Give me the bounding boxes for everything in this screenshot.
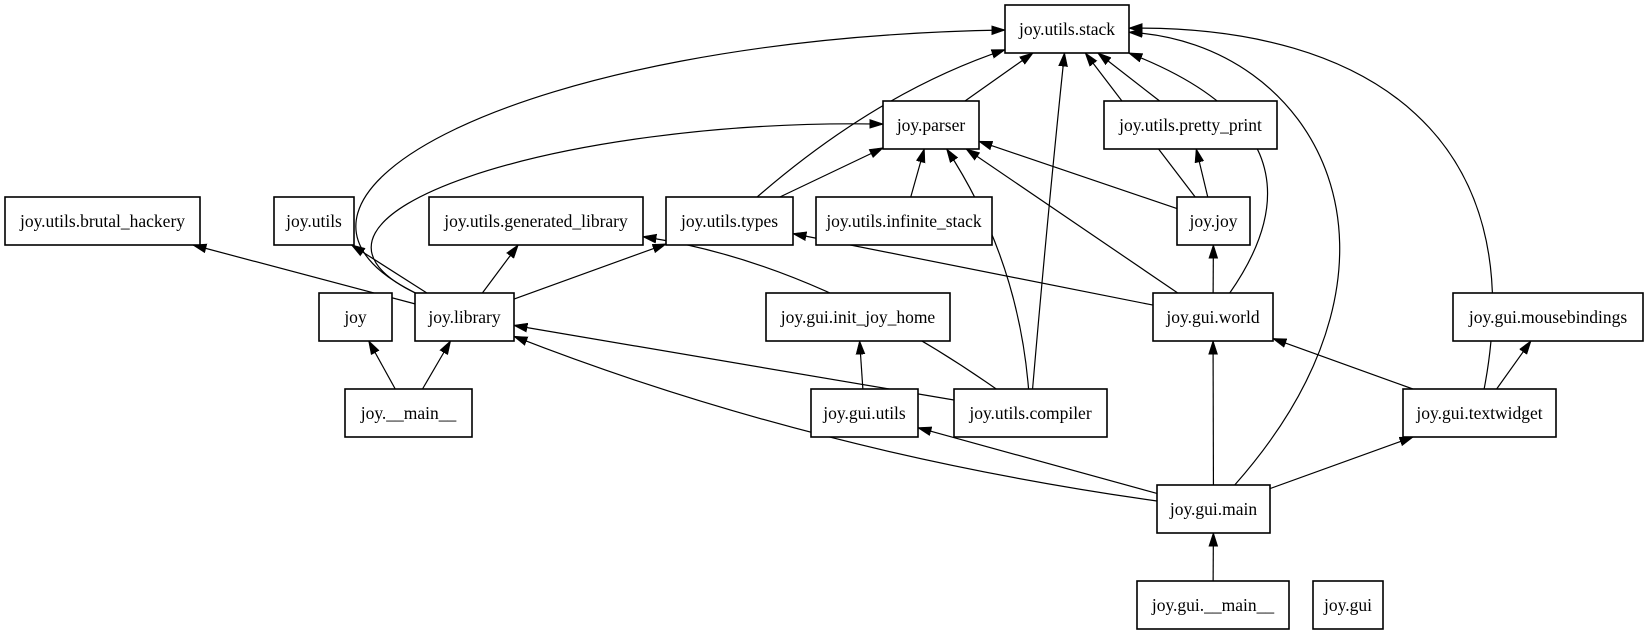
node-label-joy-gui: joy.gui <box>1323 595 1372 615</box>
edge-joy-gui-world-to-joy-parser <box>966 149 1179 294</box>
node-joy-gui: joy.gui <box>1312 580 1384 630</box>
node-label-joy-utils-pretty-print: joy.utils.pretty_print <box>1118 115 1262 135</box>
node-box-joy-gui-init-joy-home <box>765 292 951 342</box>
node-box-joy-parser <box>882 100 980 150</box>
node-label-joy-gui-init-joy-home: joy.gui.init_joy_home <box>780 307 936 327</box>
node-joy-library: joy.library <box>414 292 515 342</box>
node-box-joy-utils-brutal-hackery <box>4 196 201 246</box>
node-box-joy-library <box>414 292 515 342</box>
edge-joy-main-to-joy <box>369 341 396 390</box>
node-label-joy-joy: joy.joy <box>1189 211 1238 231</box>
node-box-joy-gui-utils <box>810 388 919 438</box>
node-box-joy-utils-generated-library <box>428 196 644 246</box>
node-joy-gui-main: joy.gui.__main__ <box>1136 580 1290 630</box>
edge-joy-library-to-joy-utils-generated-library <box>481 245 518 294</box>
node-joy-utils: joy.utils <box>273 196 355 246</box>
node-label-joy-gui-utils: joy.gui.utils <box>822 403 906 423</box>
node-box-joy-joy <box>1176 196 1251 246</box>
edge-joy-gui-world-to-joy-utils-stack <box>1129 52 1269 294</box>
node-label-joy-parser: joy.parser <box>896 115 966 135</box>
node-box-joy-utils-compiler <box>953 388 1108 438</box>
node-label-joy-utils-stack: joy.utils.stack <box>1018 19 1115 39</box>
node-joy-joy: joy.joy <box>1176 196 1251 246</box>
node-joy-main: joy.__main__ <box>344 388 473 438</box>
edge-joy-library-to-joy-parser <box>370 124 883 294</box>
node-joy-utils-types: joy.utils.types <box>665 196 794 246</box>
node-box-joy-utils-stack <box>1004 4 1130 54</box>
node-joy-gui-mousebindings: joy.gui.mousebindings <box>1452 292 1644 342</box>
node-label-joy: joy <box>343 307 367 327</box>
edge-joy-gui-main-to-joy-utils-stack <box>1129 32 1341 486</box>
edge-joy-library-to-joy-utils-types <box>513 243 666 300</box>
edge-joy-joy-to-joy-parser <box>979 140 1178 210</box>
node-label-joy-gui-world: joy.gui.world <box>1165 307 1259 327</box>
node-joy-utils-brutal-hackery: joy.utils.brutal_hackery <box>4 196 201 246</box>
node-label-joy-utils-brutal-hackery: joy.utils.brutal_hackery <box>19 211 185 231</box>
edge-joy-gui-utils-to-joy-gui-init-joy-home <box>860 341 863 390</box>
node-box-joy-utils-types <box>665 196 794 246</box>
node-box-joy-gui-world <box>1152 292 1274 342</box>
node-label-joy-gui-textwidget: joy.gui.textwidget <box>1415 403 1542 423</box>
node-label-joy-utils-types: joy.utils.types <box>680 211 778 231</box>
nodes-layer: joy.utils.stack joy.parser joy.utils.prett… <box>4 4 1644 630</box>
node-label-joy-utils-generated-library: joy.utils.generated_library <box>443 211 628 231</box>
node-box-joy <box>318 292 393 342</box>
node-box-joy-gui <box>1312 580 1384 630</box>
node-box-joy-utils-pretty-print <box>1103 100 1278 150</box>
edge-joy-gui-textwidget-to-joy-gui-world <box>1273 338 1414 390</box>
edge-joy-joy-to-joy-utils-pretty-print <box>1196 149 1209 198</box>
edge-joy-gui-textwidget-to-joy-gui-mousebindings <box>1496 341 1531 390</box>
node-joy-gui-main: joy.gui.main <box>1156 484 1271 534</box>
node-joy-utils-infinite-stack: joy.utils.infinite_stack <box>815 196 993 246</box>
node-joy-parser: joy.parser <box>882 100 980 150</box>
edge-joy-gui-main-to-joy-gui-textwidget <box>1269 436 1413 490</box>
edge-joy-utils-compiler-to-joy-library <box>514 325 955 401</box>
node-joy-gui-utils: joy.gui.utils <box>810 388 919 438</box>
edge-joy-gui-textwidget-to-joy-utils-stack <box>1129 28 1494 390</box>
node-joy-utils-pretty-print: joy.utils.pretty_print <box>1103 100 1278 150</box>
node-joy-utils-compiler: joy.utils.compiler <box>953 388 1108 438</box>
edge-joy-parser-to-joy-utils-stack <box>964 53 1033 102</box>
node-label-joy-utils-compiler: joy.utils.compiler <box>968 403 1091 423</box>
node-label-joy-library: joy.library <box>427 307 500 327</box>
node-joy-gui-textwidget: joy.gui.textwidget <box>1402 388 1557 438</box>
node-box-joy-gui-main <box>1136 580 1290 630</box>
edge-joy-utils-types-to-joy-utils-stack <box>756 49 1005 198</box>
edge-joy-utils-compiler-to-joy-parser <box>947 149 1030 390</box>
node-label-joy-utils: joy.utils <box>285 211 342 231</box>
edge-joy-utils-infinite-stack-to-joy-parser <box>910 149 925 198</box>
node-label-joy-gui-main: joy.gui.main <box>1169 499 1258 519</box>
node-label-joy-gui-mousebindings: joy.gui.mousebindings <box>1468 307 1628 327</box>
edge-joy-library-to-joy-utils <box>352 245 428 294</box>
node-joy-gui-world: joy.gui.world <box>1152 292 1274 342</box>
node-box-joy-gui-mousebindings <box>1452 292 1644 342</box>
node-box-joy-utils <box>273 196 355 246</box>
node-box-joy-utils-infinite-stack <box>815 196 993 246</box>
node-label-joy-utils-infinite-stack: joy.utils.infinite_stack <box>825 211 982 231</box>
node-joy-utils-generated-library: joy.utils.generated_library <box>428 196 644 246</box>
node-joy-utils-stack: joy.utils.stack <box>1004 4 1130 54</box>
edge-joy-utils-types-to-joy-parser <box>779 148 883 198</box>
edge-joy-gui-main-to-joy-gui-utils <box>918 428 1158 495</box>
node-box-joy-gui-main <box>1156 484 1271 534</box>
node-joy-gui-init-joy-home: joy.gui.init_joy_home <box>765 292 951 342</box>
edge-joy-library-to-joy-utils-stack <box>355 30 1005 294</box>
node-box-joy-gui-textwidget <box>1402 388 1557 438</box>
node-joy: joy <box>318 292 393 342</box>
edge-joy-utils-pretty-print-to-joy-utils-stack <box>1098 53 1160 102</box>
edges-layer <box>193 28 1531 582</box>
node-label-joy-main: joy.__main__ <box>360 403 457 423</box>
edge-joy-main-to-joy-library <box>421 341 451 390</box>
edge-joy-utils-compiler-to-joy-utils-stack <box>1031 53 1065 390</box>
node-label-joy-gui-main: joy.gui.__main__ <box>1151 595 1275 615</box>
node-box-joy-main <box>344 388 473 438</box>
